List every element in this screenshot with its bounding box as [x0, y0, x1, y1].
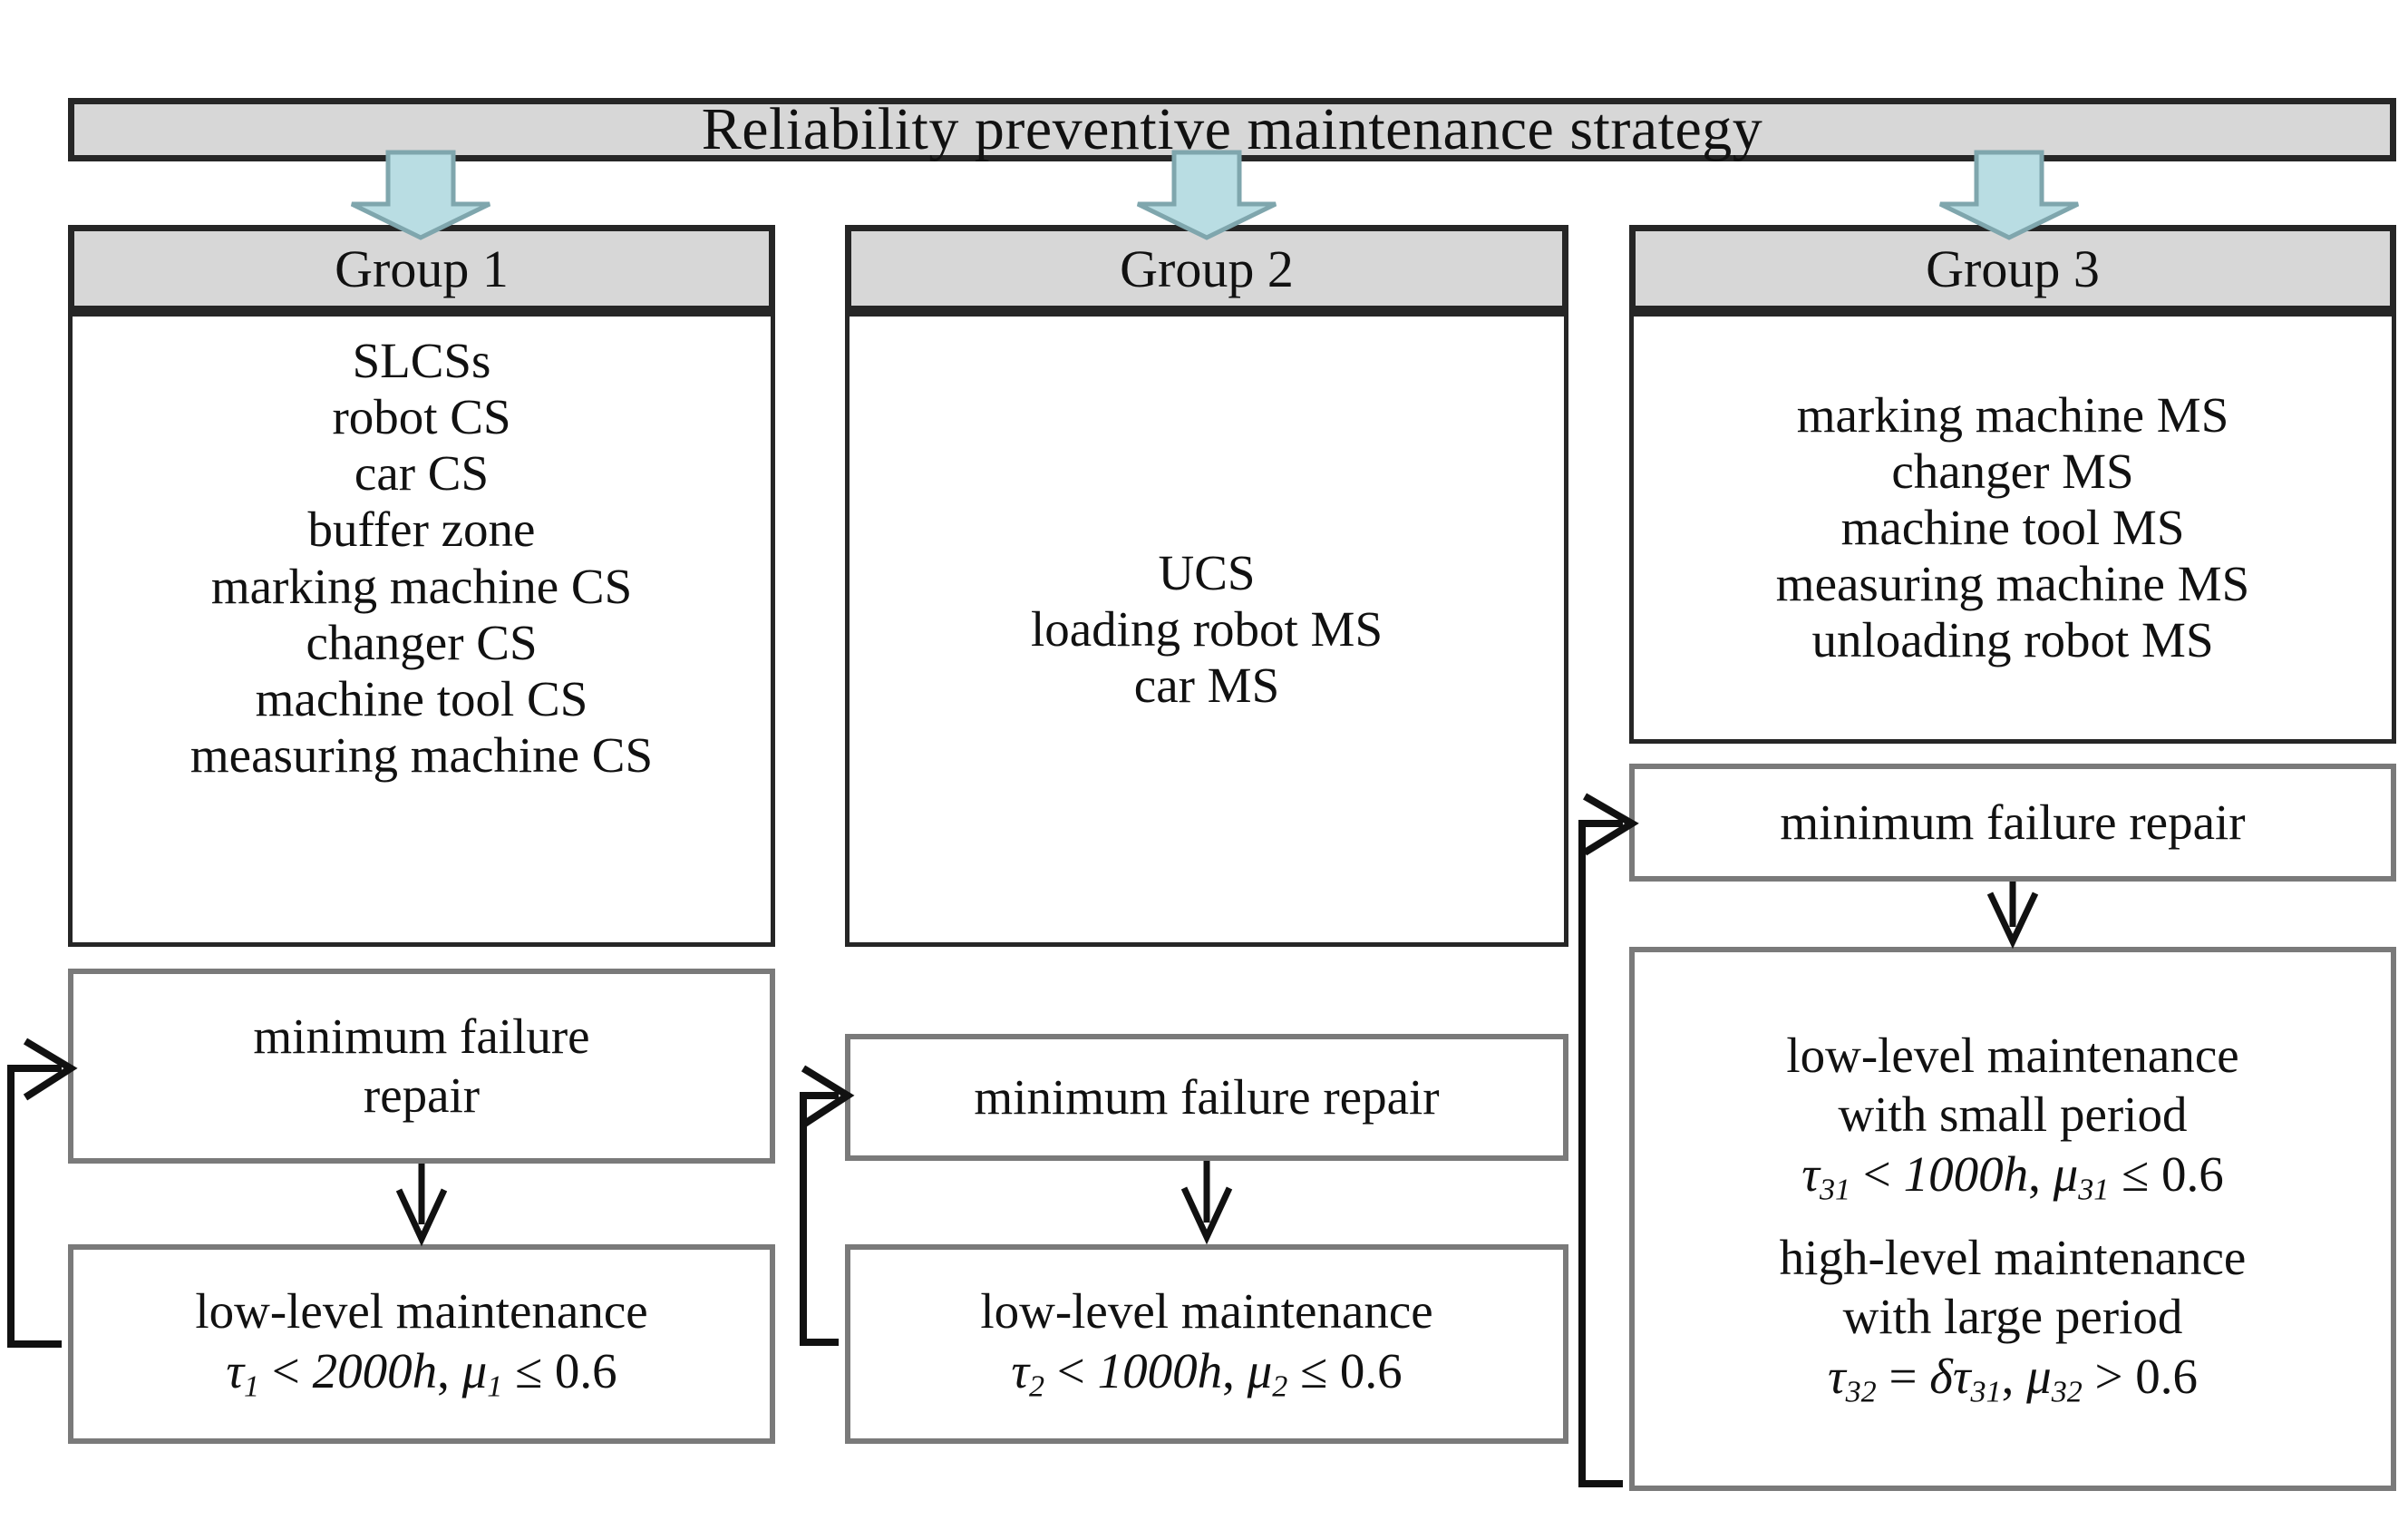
group-1-item: robot CS — [332, 389, 511, 445]
group-3-body: marking machine MS changer MS machine to… — [1629, 312, 2396, 744]
group-2-item: car MS — [1133, 658, 1280, 714]
group-2-header-label: Group 2 — [1120, 239, 1294, 298]
group-3-header: Group 3 — [1629, 225, 2396, 312]
relation-operator: < — [1862, 1145, 1891, 1202]
mu-relation-operator: ≤ — [2122, 1145, 2150, 1202]
group-1-header: Group 1 — [68, 225, 775, 312]
group-3-item: unloading robot MS — [1811, 612, 2214, 668]
group-3-down-arrow — [1986, 882, 2039, 950]
group-1-item: buffer zone — [307, 502, 536, 558]
group-2-item: loading robot MS — [1030, 600, 1384, 657]
group-1-body: SLCSs robot CS car CS buffer zone markin… — [68, 312, 775, 947]
group-2-maintenance-formula: τ2 < 1000h, μ2 ≤ 0.6 — [1011, 1341, 1402, 1406]
mu-subscript: 1 — [487, 1369, 503, 1404]
group-3-maintenance-line: with small period — [1838, 1086, 2188, 1142]
mu-relation-operator: > — [2094, 1348, 2123, 1404]
mu-symbol: μ — [2026, 1348, 2052, 1404]
tau-symbol: τ — [226, 1342, 244, 1398]
mu-symbol: μ — [2053, 1145, 2079, 1202]
group-3-maintenance-line: with large period — [1842, 1288, 2183, 1344]
group-3-low-level-formula: τ31 < 1000h, μ31 ≤ 0.6 — [1801, 1145, 2223, 1209]
group-2-header: Group 2 — [845, 225, 1568, 312]
group-1-header-label: Group 1 — [335, 239, 509, 298]
group-3-maintenance-line: high-level maintenance — [1779, 1230, 2247, 1285]
group-1-item: car CS — [354, 445, 490, 502]
group-3-header-label: Group 3 — [1926, 239, 2100, 298]
relation-operator: < — [1056, 1342, 1085, 1398]
tau-symbol: τ — [1827, 1348, 1846, 1404]
formula-separator: , — [437, 1342, 450, 1398]
relation-operator: = — [1889, 1348, 1918, 1404]
group-2-down-arrow — [1180, 1161, 1233, 1245]
tau-subscript: 31 — [1970, 1375, 2002, 1409]
formula-separator: , — [2028, 1145, 2041, 1202]
group-3-high-level-formula: τ32 = δτ31, μ32 > 0.6 — [1828, 1347, 2198, 1411]
group-1-maintenance-line: low-level maintenance — [195, 1282, 648, 1339]
group-3-maintenance-line: low-level maintenance — [1786, 1027, 2239, 1083]
group-1-maintenance-formula: τ1 < 2000h, μ1 ≤ 0.6 — [226, 1341, 617, 1406]
group-1-repair-line: repair — [363, 1067, 481, 1123]
group-1-item: SLCSs — [352, 333, 491, 388]
group-3-item: measuring machine MS — [1775, 556, 2250, 612]
strategy-title-box: Reliability preventive maintenance strat… — [68, 96, 2396, 162]
tau-subscript: 2 — [1029, 1369, 1045, 1404]
mu-relation-operator: ≤ — [1299, 1342, 1328, 1398]
group-2-item: UCS — [1158, 544, 1256, 600]
mu-subscript: 2 — [1272, 1369, 1288, 1404]
strategy-title-text: Reliability preventive maintenance strat… — [701, 96, 1763, 162]
group-1-low-level-maintenance-box: low-level maintenance τ1 < 2000h, μ1 ≤ 0… — [68, 1244, 775, 1444]
group-2-minimum-failure-repair-box: minimum failure repair — [845, 1034, 1568, 1161]
group-3-item: changer MS — [1891, 443, 2134, 499]
relation-operator: < — [271, 1342, 300, 1398]
period-value: 1000h — [1097, 1342, 1223, 1398]
tau-symbol: τ — [1801, 1145, 1820, 1202]
tau-symbol: τ — [1011, 1342, 1029, 1398]
group-3-maintenance-box: low-level maintenance with small period … — [1629, 947, 2396, 1491]
delta-symbol: δ — [1929, 1348, 1953, 1404]
group-1-item: measuring machine CS — [189, 726, 654, 783]
group-3-minimum-failure-repair-box: minimum failure repair — [1629, 764, 2396, 882]
group-1-feedback-loop — [7, 1038, 78, 1348]
group-1-minimum-failure-repair-box: minimum failure repair — [68, 969, 775, 1164]
period-value: 2000h — [312, 1342, 438, 1398]
group-1-item: machine tool CS — [255, 670, 588, 726]
group-1-item: changer CS — [306, 614, 538, 670]
mu-value: 0.6 — [2135, 1348, 2199, 1404]
mu-symbol: μ — [461, 1342, 488, 1398]
mu-value: 0.6 — [2160, 1145, 2224, 1202]
mu-subscript: 32 — [2051, 1375, 2083, 1409]
mu-value: 0.6 — [1339, 1342, 1403, 1398]
mu-subscript: 31 — [2078, 1173, 2110, 1207]
group-1-repair-line: minimum failure — [253, 1008, 590, 1064]
mu-value: 0.6 — [554, 1342, 617, 1398]
mu-relation-operator: ≤ — [514, 1342, 543, 1398]
formula-separator: , — [1222, 1342, 1235, 1398]
group-3-item: machine tool MS — [1840, 499, 2185, 555]
tau-symbol: τ — [1952, 1348, 1971, 1404]
group-1-down-arrow — [395, 1164, 448, 1247]
group-3-repair-line: minimum failure repair — [1780, 794, 2246, 850]
tau-subscript: 1 — [244, 1369, 260, 1404]
group-1-item: marking machine CS — [210, 558, 633, 614]
group-3-feedback-loop — [1578, 793, 1639, 1487]
tau-subscript: 32 — [1845, 1375, 1877, 1409]
group-2-body: UCS loading robot MS car MS — [845, 312, 1568, 947]
group-2-maintenance-line: low-level maintenance — [980, 1282, 1433, 1339]
mu-symbol: μ — [1247, 1342, 1273, 1398]
group-2-repair-line: minimum failure repair — [974, 1068, 1440, 1125]
formula-separator: , — [2001, 1348, 2015, 1404]
group-2-feedback-loop — [800, 1065, 855, 1346]
tau-subscript: 31 — [1819, 1173, 1851, 1207]
period-value: 1000h — [1903, 1145, 2029, 1202]
group-2-low-level-maintenance-box: low-level maintenance τ2 < 1000h, μ2 ≤ 0… — [845, 1244, 1568, 1444]
group-3-item: marking machine MS — [1796, 386, 2229, 443]
